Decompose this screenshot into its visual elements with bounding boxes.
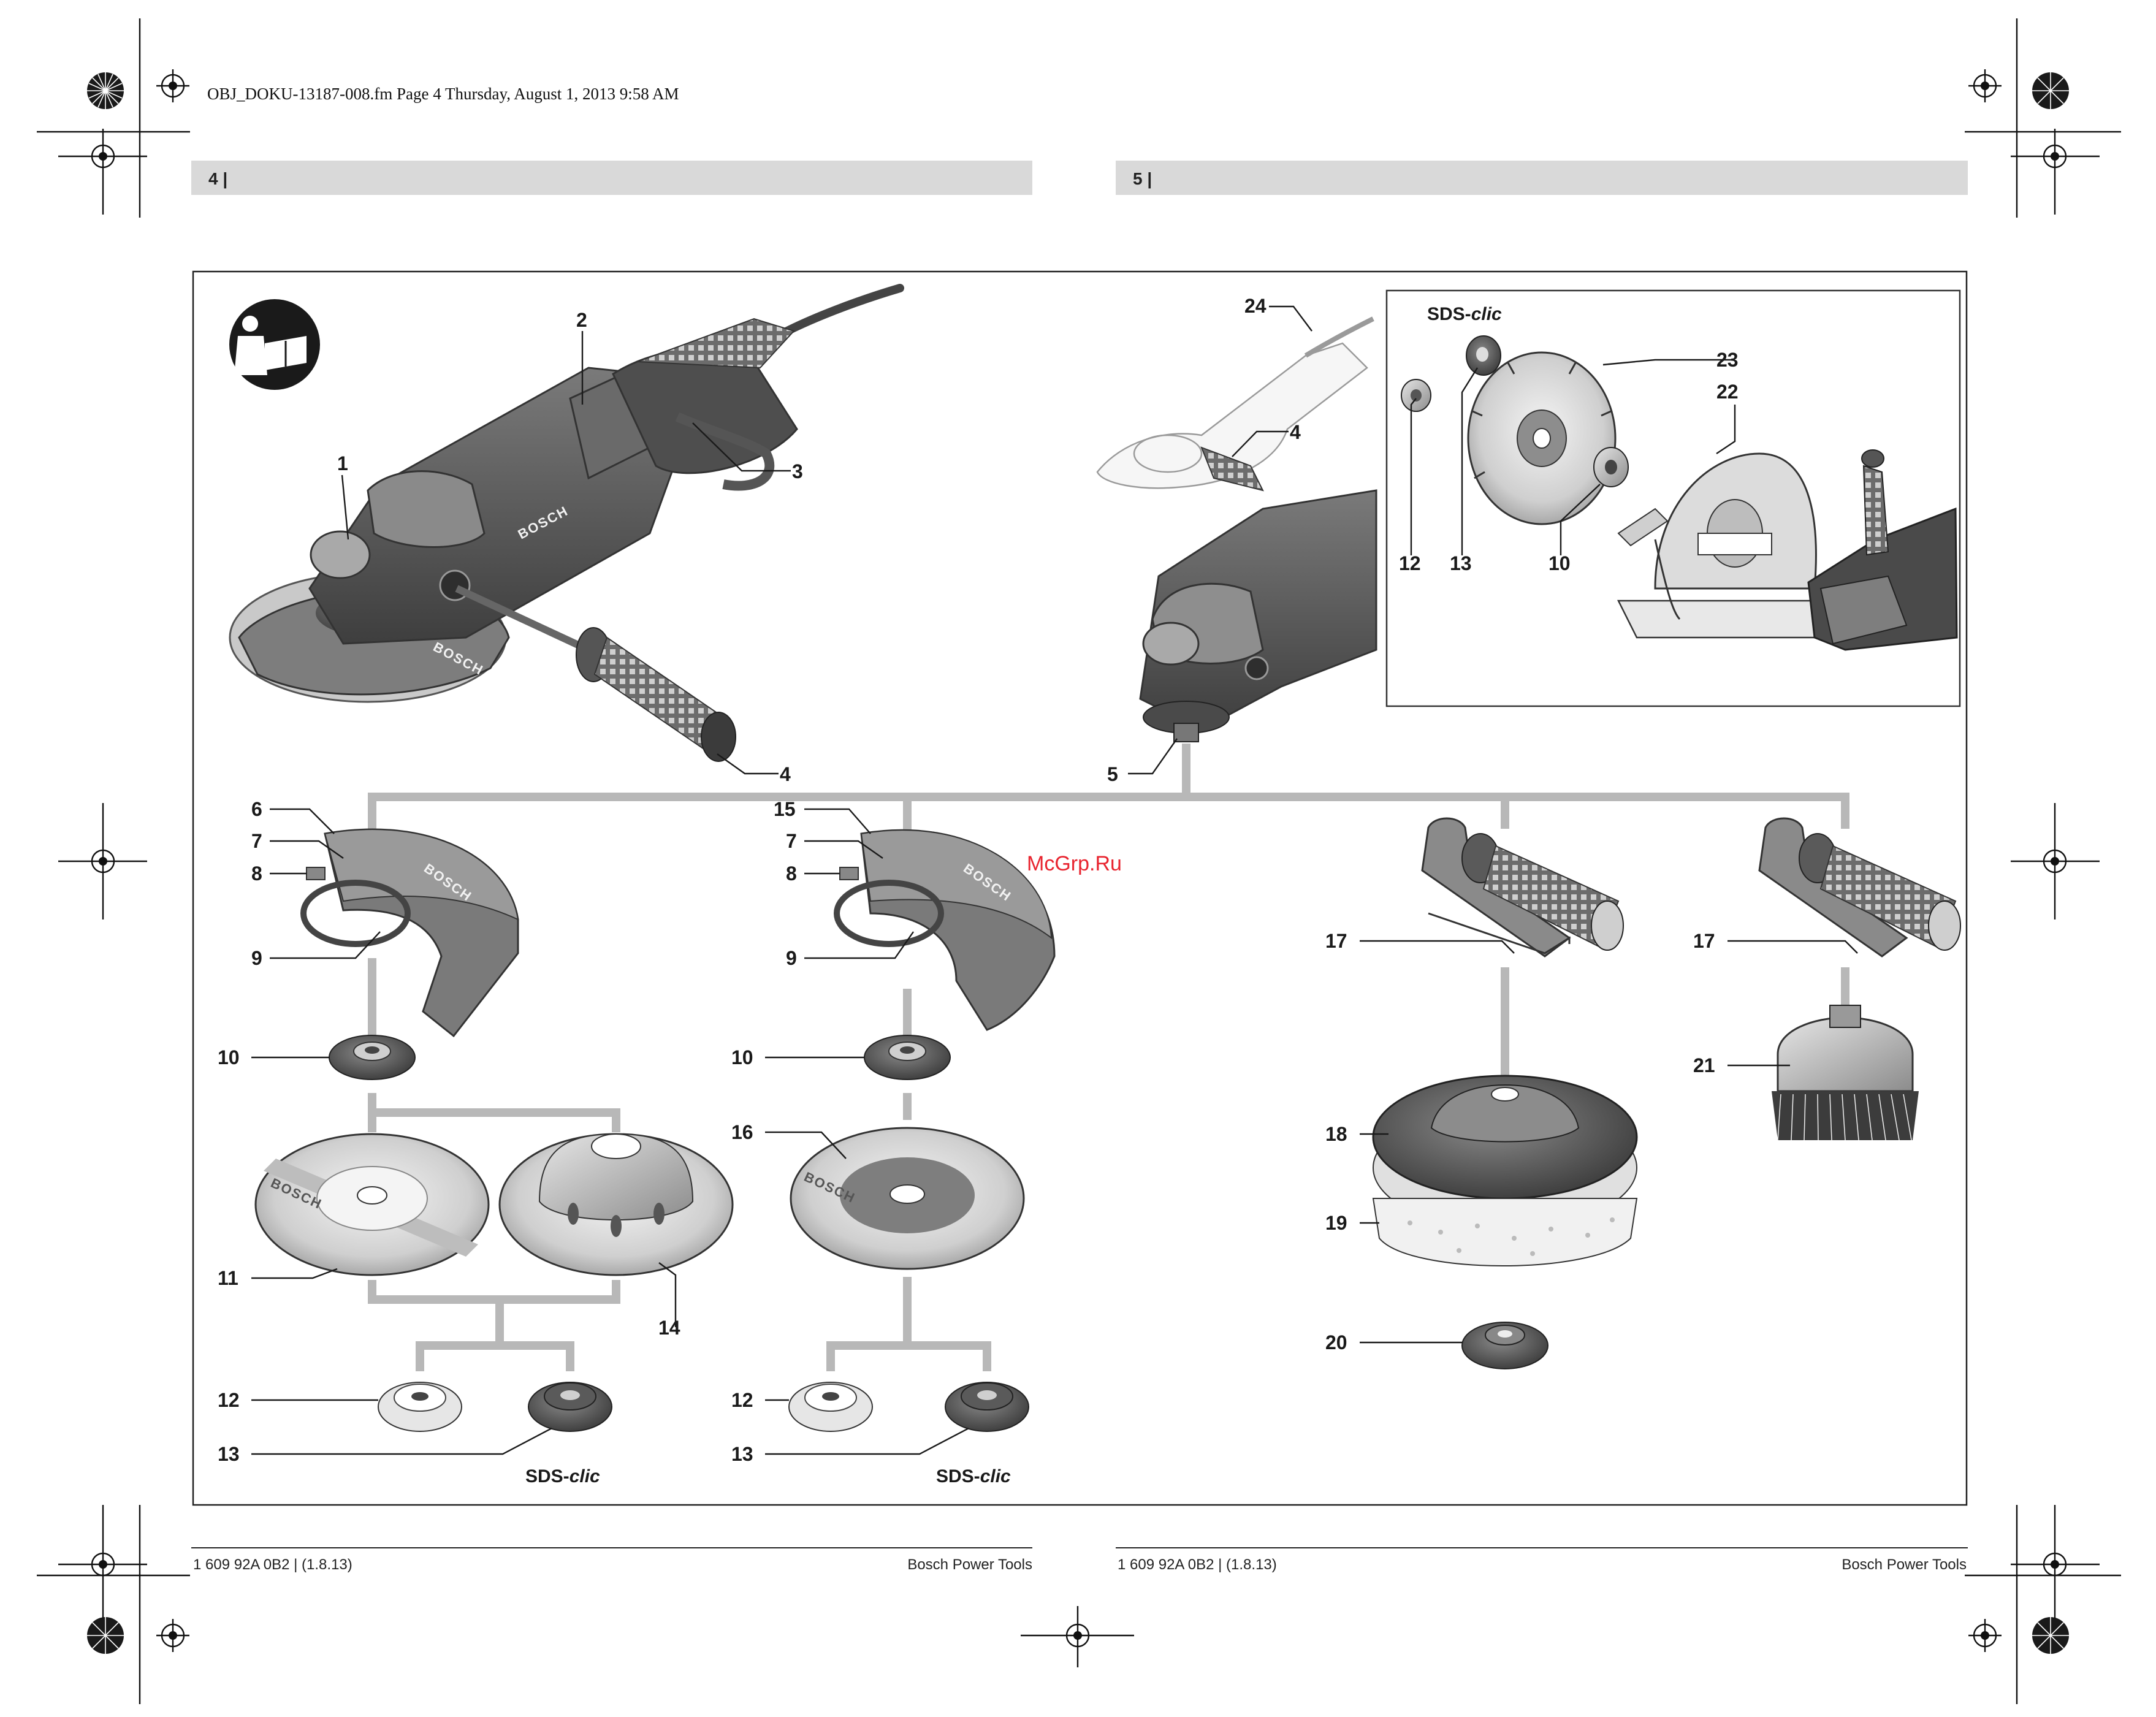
header-band-right [1116,161,1968,195]
figure-frame [192,270,1968,1506]
crosshair-target-3 [58,129,147,215]
sanding-sheet [1372,1198,1638,1266]
clamping-nut-2 [788,1382,873,1432]
registration-mark-bottom-right [2032,1617,2069,1654]
part-label: 5 [1107,763,1118,785]
file-info: OBJ_DOKU-13187-008.fm Page 4 Thursday, A… [207,85,679,103]
crosshair-target-9 [156,1619,189,1652]
header-band-left [191,161,1032,195]
part-label: 8 [786,862,797,885]
mounting-flange-1 [329,1035,416,1080]
auxiliary-handle-mounted [1200,446,1264,492]
part-label: 7 [251,830,262,852]
brand-left: Bosch Power Tools [907,1556,1032,1573]
read-manual-icon [229,299,320,390]
registration-mark-bottom-left [87,1617,124,1654]
protection-guard-grinding: BOSCH [300,828,519,1038]
doc-number-right: 1 609 92A 0B2 | (1.8.13) [1118,1556,1277,1573]
cutting-disc: BOSCH [790,1127,1025,1270]
auxiliary-handle-left [455,585,736,762]
part-label: 16 [731,1121,753,1143]
clamping-nut-1 [378,1382,462,1432]
part-label: 4 [780,763,791,785]
part-label: 10 [218,1046,240,1068]
part-label: 17 [1325,930,1347,952]
part-label: 4 [1290,421,1301,443]
registration-mark-top-right [2032,72,2069,109]
part-label: 11 [218,1267,238,1289]
part-label: 21 [1693,1054,1715,1076]
part-label: 2 [576,309,587,331]
cup-brush [1772,1005,1919,1141]
part-label: 8 [251,862,262,885]
mounting-flange-2 [864,1035,951,1080]
part-label: 14 [658,1317,680,1339]
part-number-labels: 1 2 3 4 4 5 24 23 22 12 13 10 6 7 8 9 10… [218,295,1739,1465]
crosshair-target-4 [2011,129,2100,215]
part-label: 12 [218,1389,240,1411]
cup-grinding-disc [498,1133,734,1276]
sds-clic-label-inset: SDS-clic [1427,304,1502,324]
part-label: 18 [1325,1123,1347,1145]
grinding-disc: BOSCH [254,1133,490,1276]
part-label: 3 [792,460,803,482]
grinder-head-spindle [1139,489,1377,742]
part-label: 24 [1244,295,1267,317]
part-label: 7 [786,830,797,852]
part-label: 9 [251,947,262,969]
page-number-right: 5 | [1133,169,1152,188]
part-label: 15 [774,798,796,820]
part-label: 17 [1693,930,1715,952]
part-label: 23 [1716,349,1739,371]
inset-diamond-cutting-disc [1467,351,1617,525]
part-label: 12 [1399,552,1421,574]
crosshair-target-2 [1968,69,2002,102]
part-label: 13 [731,1443,753,1465]
part-label: 20 [1325,1331,1347,1353]
crosshair-target-7 [58,1505,147,1618]
accessory-connector-tree [368,744,1849,1371]
inset-grinder-body [1807,449,1958,651]
crosshair-target-6 [2011,803,2100,919]
quick-clamping-nut-1 [528,1382,612,1432]
part-label: 22 [1716,381,1739,403]
hand-guard-2 [1758,817,1961,957]
hand-guard-1 [1421,817,1624,957]
inset-clamping-nut [1466,335,1501,376]
part-label: 10 [1548,552,1571,574]
crosshair-target-11 [1968,1619,2002,1652]
leader-lines [251,305,1858,1455]
angle-grinder-main: BOSCH BOSCH [229,284,904,703]
doc-number-left: 1 609 92A 0B2 | (1.8.13) [193,1556,352,1573]
part-label: 10 [731,1046,753,1068]
inset-quick-clamping-nut [1401,379,1431,412]
part-label: 12 [731,1389,753,1411]
registration-mark-top-left [87,72,124,109]
part-label: 1 [337,452,348,474]
crosshair-target-1 [156,69,189,102]
grinder-outline-ghost [1096,316,1374,489]
sds-clic-label-1: SDS-clic [525,1466,600,1487]
inset-cutting-guard [1617,452,1817,639]
part-label: 19 [1325,1212,1347,1234]
part-label: 9 [786,947,797,969]
crosshair-target-5 [58,803,147,919]
part-label: 13 [218,1443,240,1465]
page-number-left: 4 | [208,169,227,188]
crosshair-target-10 [1021,1606,1134,1667]
quick-clamping-nut-2 [945,1382,1029,1432]
sds-clic-label-2: SDS-clic [936,1466,1011,1487]
crop-marks [37,18,2121,1704]
part-label: 6 [251,798,262,820]
protection-guard-cutting: BOSCH [834,829,1056,1031]
inset-mounting-flange [1593,447,1629,487]
round-nut [1461,1322,1548,1369]
watermark: McGrp.Ru [1027,852,1122,875]
part-label: 13 [1450,552,1472,574]
crosshair-target-8 [2011,1505,2100,1618]
brand-right: Bosch Power Tools [1842,1556,1967,1573]
